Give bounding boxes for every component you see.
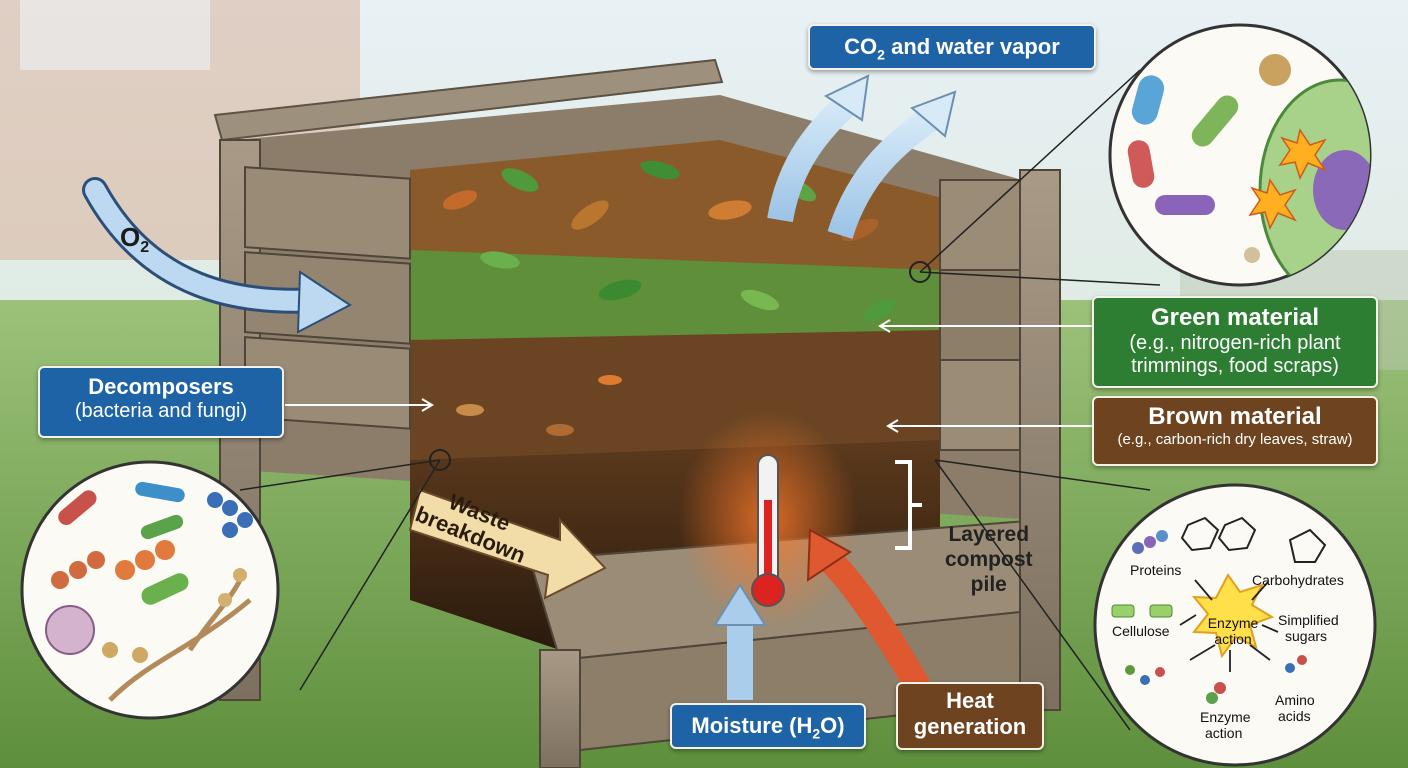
house-window <box>20 0 210 70</box>
green-material-line2: trimmings, food scraps) <box>1131 355 1339 377</box>
co2-arrow-right <box>827 104 943 240</box>
bin-lid <box>213 58 724 142</box>
co2-arrowhead-right <box>910 90 957 138</box>
heat-generation-label: Heat generation <box>896 682 1044 750</box>
zoom-point-left <box>429 449 451 471</box>
microbe-zoom-circle <box>20 460 280 720</box>
o2-label: O2 <box>120 222 149 257</box>
cell-zoom-circle <box>1108 23 1372 287</box>
co2-post: and water vapor <box>884 34 1060 59</box>
zoom-point-top <box>909 261 931 283</box>
brown-material-subtitle: (e.g., carbon-rich dry leaves, straw) <box>1117 431 1353 448</box>
simplified-sugars-line2: sugars <box>1285 628 1327 644</box>
layered-line2: compost <box>945 548 1033 571</box>
decomposers-title: Decomposers <box>88 374 234 399</box>
heat-line1: Heat <box>946 688 994 713</box>
green-material-label: Green material (e.g., nitrogen-rich plan… <box>1092 296 1378 388</box>
green-material-line1: (e.g., nitrogen-rich plant <box>1129 332 1341 354</box>
layer-bracket <box>895 460 922 550</box>
pointer-arrows <box>285 319 1092 433</box>
enzyme-center-line1: Enzyme <box>1208 615 1259 631</box>
moisture-pre: Moisture (H <box>691 713 813 738</box>
enzyme-action-bottom-line1: Enzyme <box>1200 709 1251 725</box>
amino-acids-line2: acids <box>1278 708 1311 724</box>
layered-line1: Layered <box>948 523 1030 546</box>
moisture-post: O) <box>820 713 845 738</box>
green-material-title: Green material <box>1150 304 1320 331</box>
o2-arrowhead <box>296 270 352 334</box>
co2-water-vapor-label: CO2 and water vapor <box>808 24 1096 70</box>
amino-acids-line1: Amino <box>1275 692 1315 708</box>
waste-breakdown-arrow <box>408 488 607 600</box>
heat-arrow <box>820 550 932 697</box>
pointer-lines <box>239 69 1161 731</box>
brown-material-title: Brown material <box>1148 403 1322 430</box>
moisture-arrowhead <box>713 583 767 626</box>
o2-arrow-fill <box>85 180 330 311</box>
o2-sub: 2 <box>140 239 150 257</box>
cellulose-label: Cellulose <box>1112 623 1170 639</box>
co2-arrowhead-left <box>823 74 870 122</box>
heat-arrowhead <box>806 528 852 582</box>
thermometer-icon <box>751 454 785 607</box>
simplified-sugars-line1: Simplified <box>1278 612 1339 628</box>
proteins-label: Proteins <box>1130 562 1181 578</box>
co2-arrow-left <box>767 90 860 223</box>
brown-material-label: Brown material (e.g., carbon-rich dry le… <box>1092 396 1378 466</box>
layered-compost-pile-label: Layered compost pile <box>945 522 1033 597</box>
co2-sub: 2 <box>877 46 885 63</box>
co2-pre: CO <box>844 34 878 59</box>
enzyme-action-bottom-line2: action <box>1205 725 1242 741</box>
enzyme-center-line2: action <box>1214 631 1251 647</box>
decomposers-subtitle: (bacteria and fungi) <box>74 400 248 422</box>
moisture-sub: 2 <box>812 725 821 742</box>
o2-pre: O <box>120 222 141 252</box>
carbohydrates-label: Carbohydrates <box>1252 572 1344 588</box>
enzyme-zoom-circle: Enzyme action Proteins Carbohydrates Cel… <box>1093 483 1377 767</box>
moisture-label: Moisture (H2O) <box>670 703 866 749</box>
layered-line3: pile <box>970 573 1007 596</box>
heat-line2: generation <box>913 714 1027 739</box>
decomposers-label: Decomposers (bacteria and fungi) <box>38 366 284 438</box>
